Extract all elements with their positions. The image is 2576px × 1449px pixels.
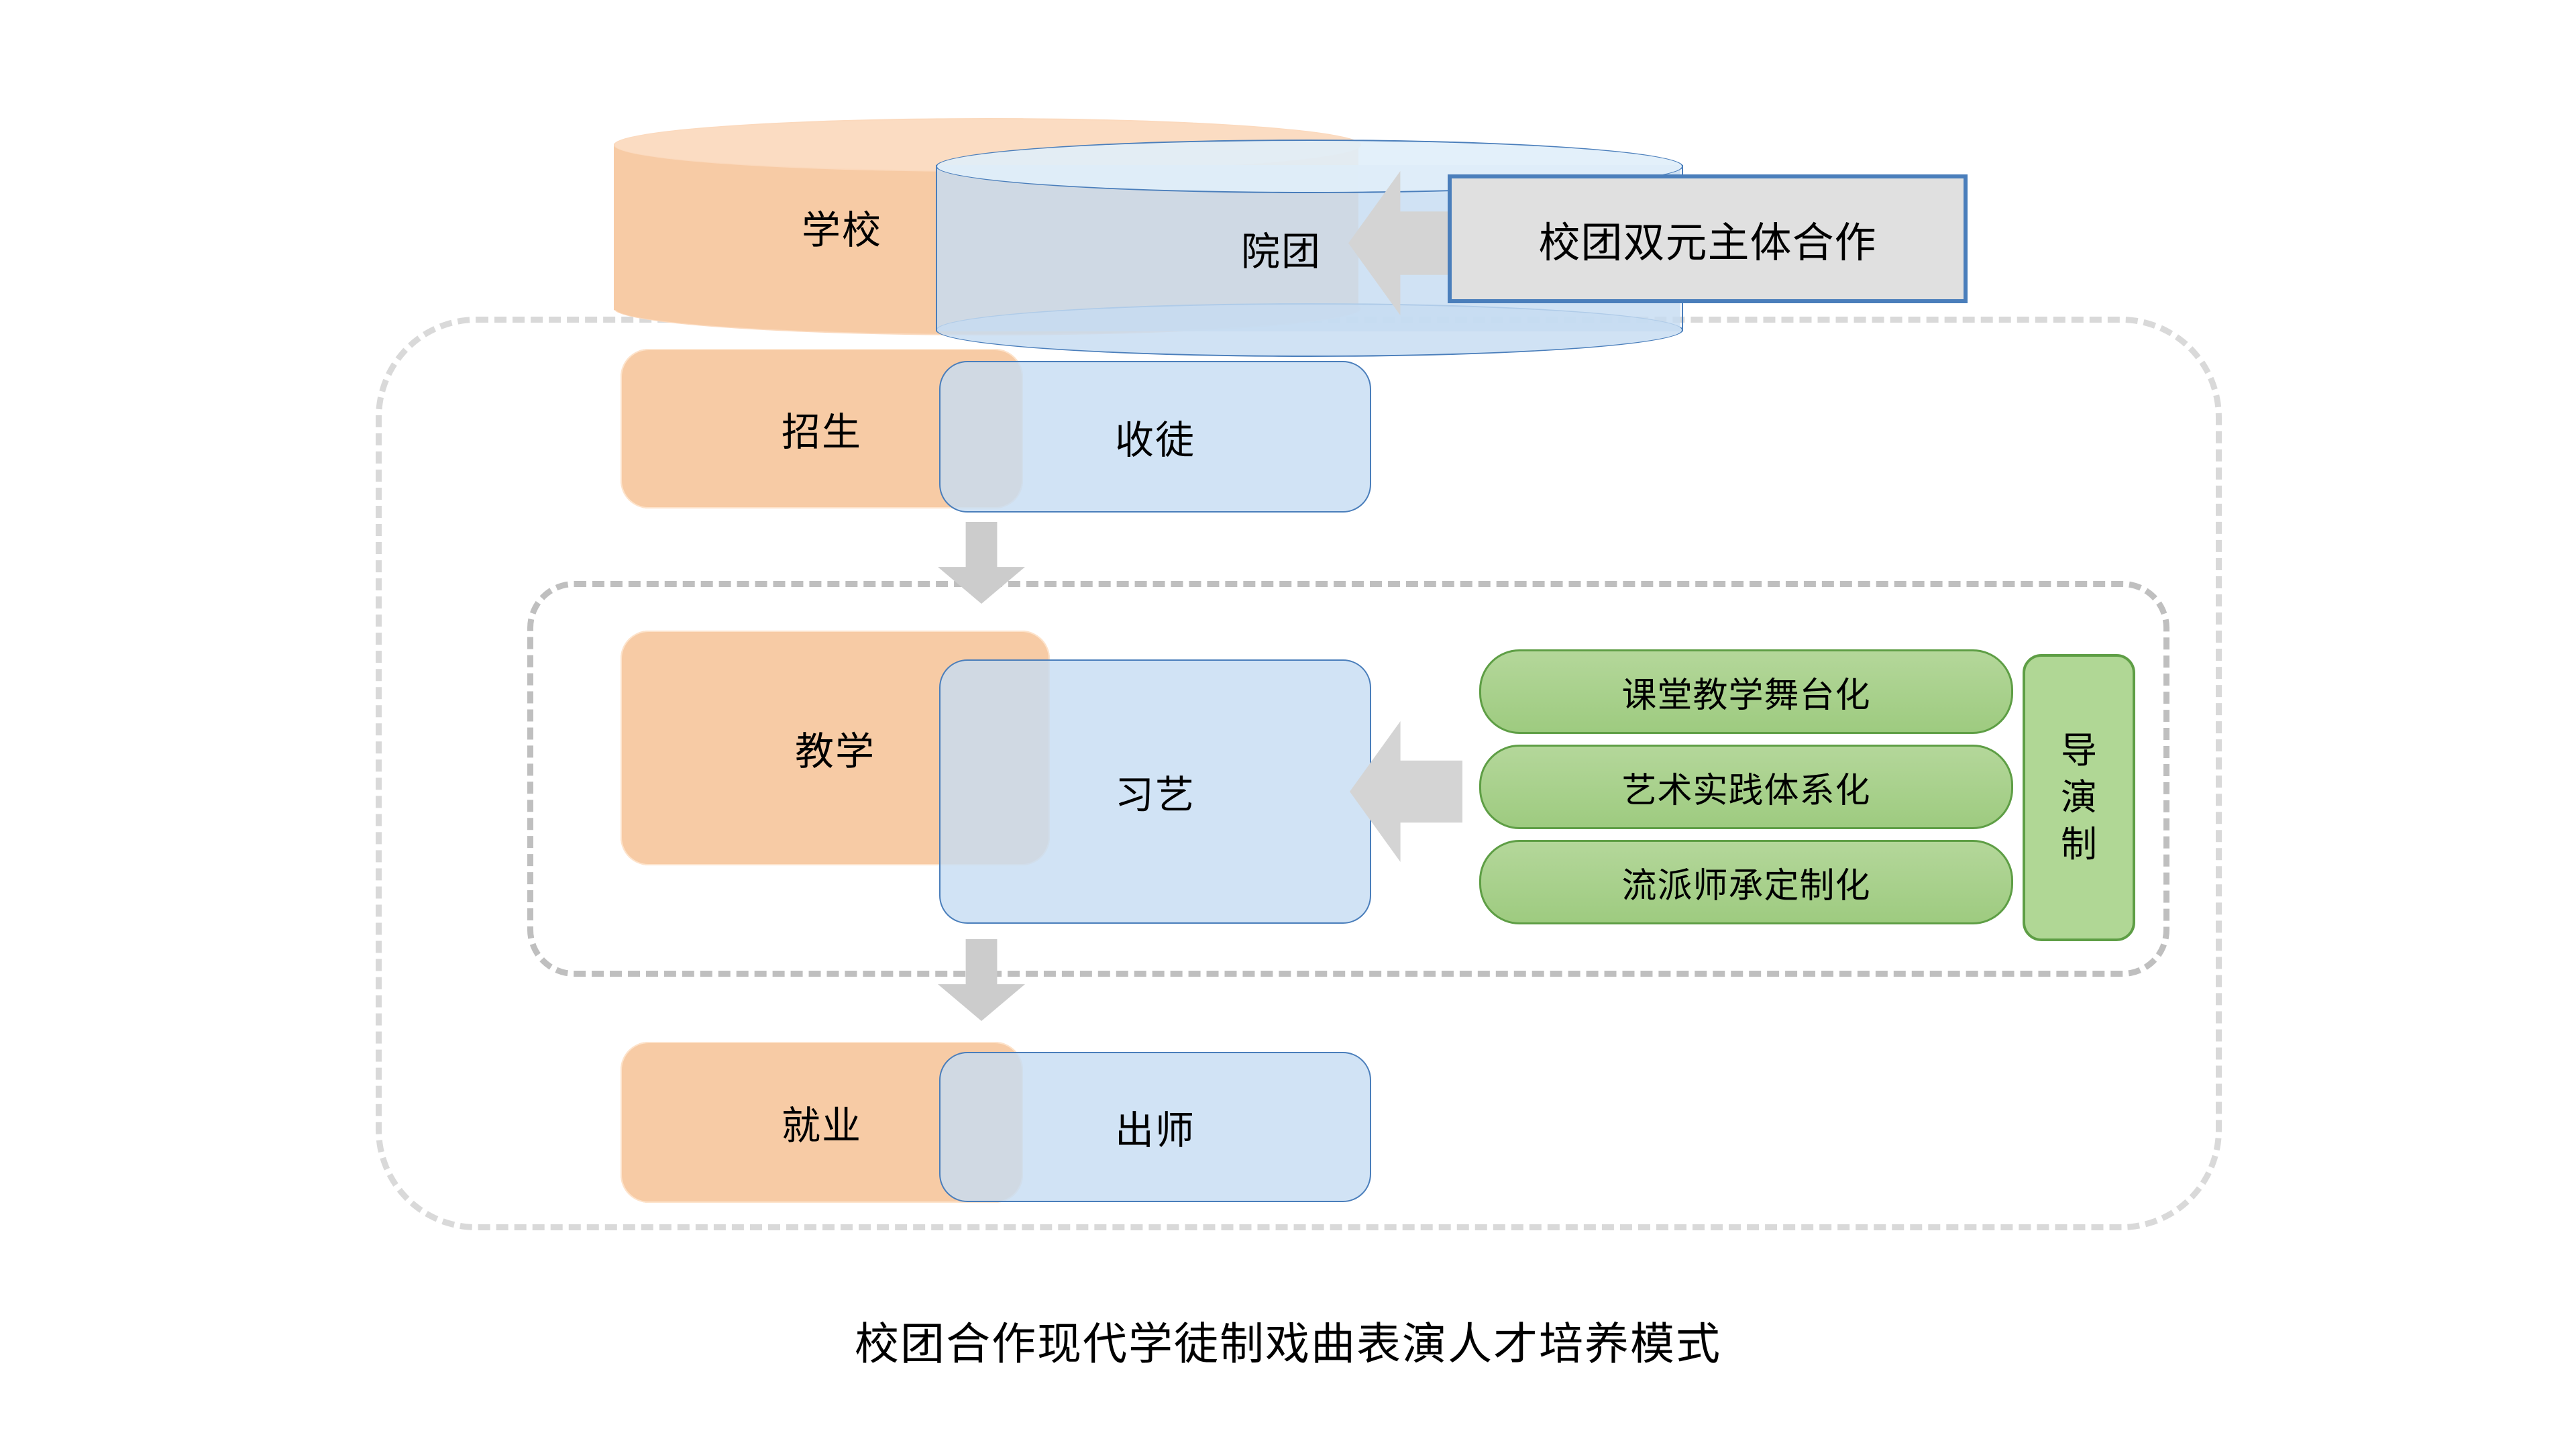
callout-partnership: 校团双元主体合作 bbox=[1448, 174, 1968, 303]
feature-pill-school-lineage-custom: 流派师承定制化 bbox=[1479, 840, 2013, 924]
vertical-box-director-system: 导 演 制 bbox=[2023, 654, 2135, 941]
dashed-inner-container bbox=[527, 581, 2169, 977]
box-employment-troupe: 出师 bbox=[939, 1052, 1371, 1202]
box-enrollment-troupe: 收徒 bbox=[939, 361, 1371, 513]
cylinder-school-label: 学校 bbox=[801, 209, 882, 252]
vertical-box-char-3: 制 bbox=[2061, 824, 2097, 865]
vertical-box-char-1: 导 bbox=[2061, 730, 2097, 771]
feature-pill-classroom-stage: 课堂教学舞台化 bbox=[1479, 649, 2013, 734]
diagram-caption: 校团合作现代学徒制戏曲表演人才培养模式 bbox=[855, 1319, 1721, 1368]
cylinder-troupe-label: 院团 bbox=[1240, 230, 1322, 274]
vertical-box-char-2: 演 bbox=[2061, 777, 2097, 818]
box-teaching-troupe: 习艺 bbox=[939, 659, 1371, 924]
feature-pill-art-practice-system: 艺术实践体系化 bbox=[1479, 745, 2013, 829]
